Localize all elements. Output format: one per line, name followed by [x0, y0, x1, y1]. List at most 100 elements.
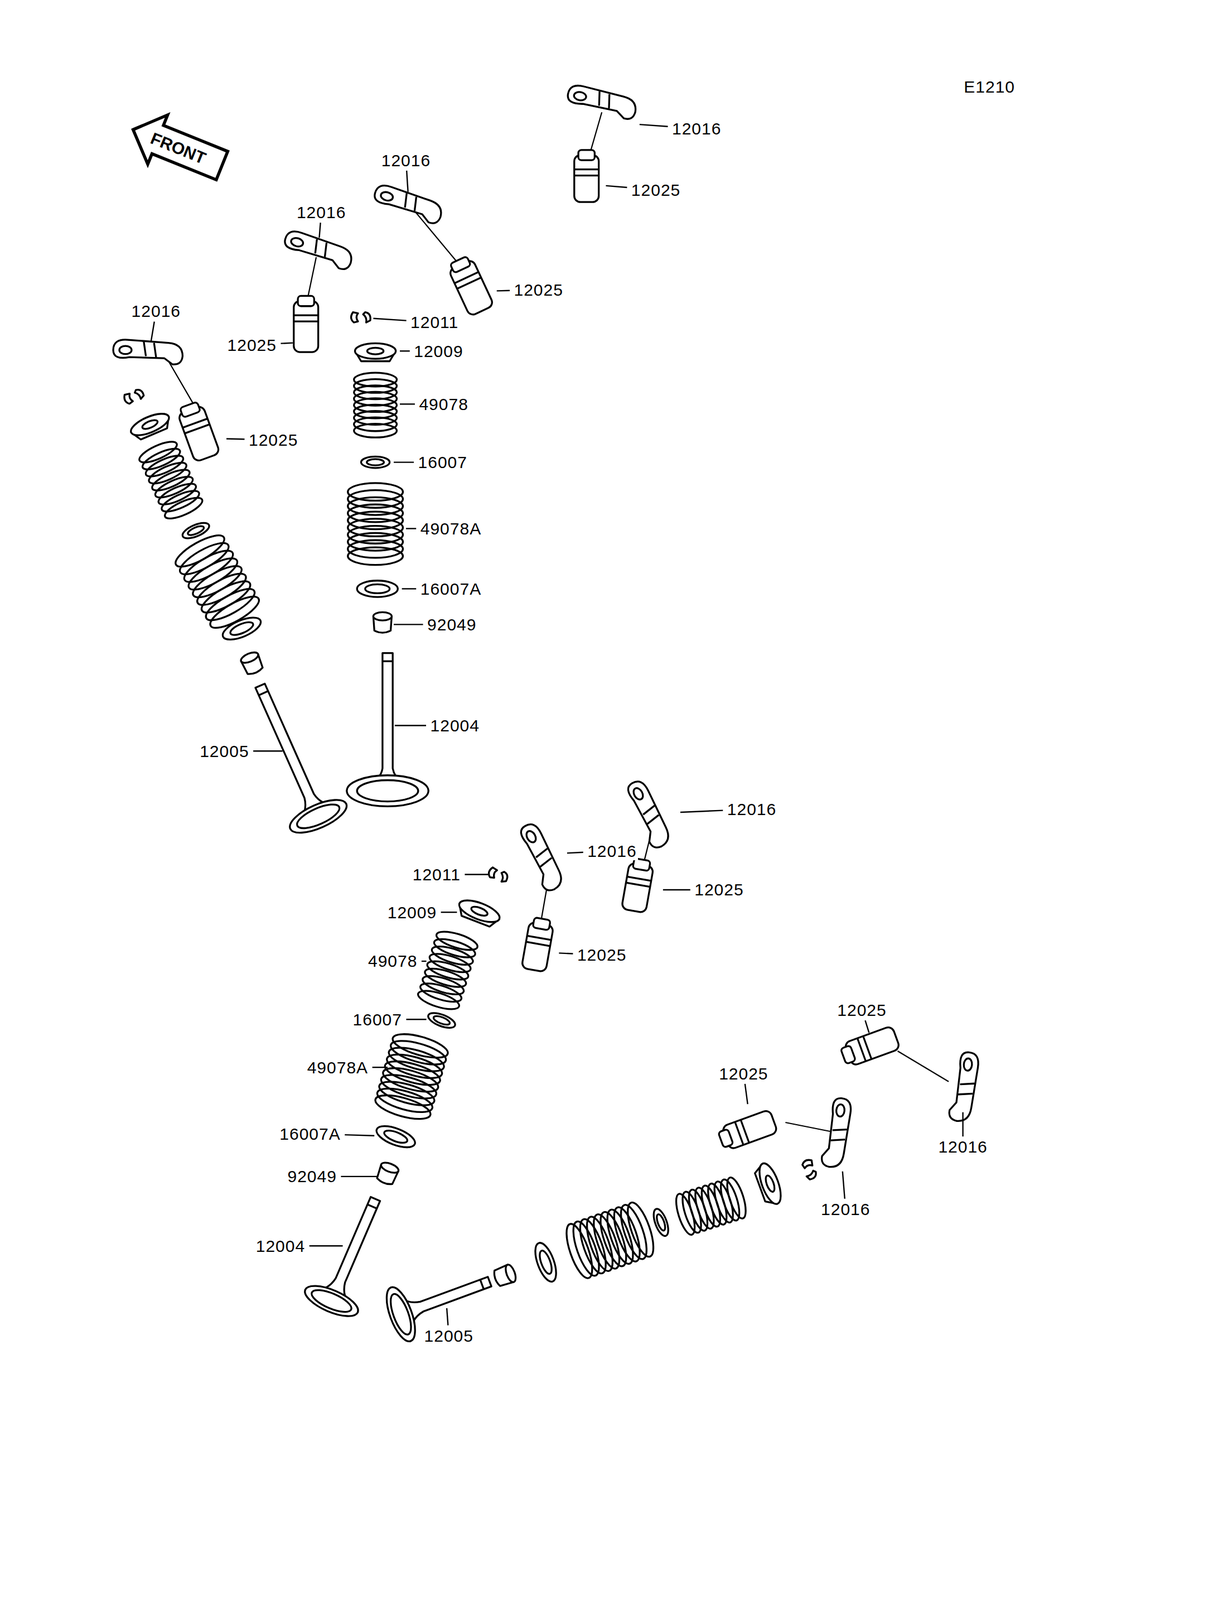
hydraulic-lifter [446, 254, 495, 317]
leader-line [421, 960, 427, 962]
callout-number: 12016 [936, 1137, 989, 1156]
valve-head [346, 775, 429, 807]
hydraulic-lifter [574, 150, 599, 202]
retainer-top [128, 409, 172, 440]
spring-coil [374, 1083, 435, 1117]
callout-number: 12011 [411, 864, 462, 884]
callout-number: 12009 [386, 902, 438, 922]
leader-line [558, 952, 573, 954]
callout-number: 16007 [417, 452, 469, 472]
lifter-band [454, 272, 479, 284]
leader-line [962, 1112, 964, 1137]
retainer-hole [366, 347, 384, 355]
lifter-band [527, 935, 551, 940]
rocker-arm [948, 1050, 980, 1123]
callout-number: 49078A [419, 519, 483, 538]
spring-seat [650, 1206, 672, 1238]
keeper-half [363, 312, 371, 323]
lifter-band [863, 1035, 872, 1059]
rocker-rib [958, 1081, 975, 1096]
keeper-half [805, 1169, 818, 1181]
callout-number: 12025 [630, 180, 682, 200]
callout-number: 16007 [351, 1009, 404, 1029]
lifter-cap [532, 916, 551, 930]
rocker-rib [402, 192, 419, 211]
callout-number: 12016 [295, 202, 347, 222]
rocker-body [281, 229, 356, 272]
retainer-hole [470, 904, 489, 917]
spring-seat [426, 1009, 457, 1031]
spring-seat [356, 580, 398, 597]
callout-number: 12025 [513, 280, 565, 299]
leader-line [402, 587, 417, 589]
leader-line [393, 623, 424, 625]
rocker-rib [534, 848, 554, 867]
inner-valve-spring [162, 493, 205, 523]
callout-number: 92049 [426, 615, 478, 634]
callout-number: 12016 [819, 1199, 872, 1218]
spring-coil [386, 1042, 447, 1076]
lifter-cap [179, 401, 201, 418]
lifter-cap [450, 255, 472, 273]
washer-inner [432, 1013, 452, 1027]
outer-valve-spring [388, 1035, 448, 1069]
washer-inner [382, 1127, 409, 1145]
leader-line [405, 1018, 427, 1020]
rocker-rib [312, 239, 329, 258]
leader-line [309, 1244, 343, 1246]
hydraulic-lifter [839, 1025, 901, 1068]
outer-valve-spring [561, 1220, 598, 1281]
stem-seal [239, 650, 265, 677]
callout-number: 12016 [586, 841, 638, 860]
leader-line [496, 289, 510, 292]
valve-stem [346, 653, 429, 791]
outer-valve-spring [568, 1217, 605, 1279]
leader-line [446, 1307, 448, 1326]
lifter-band [626, 876, 651, 881]
rocker-pivot [379, 190, 394, 202]
leader-line [864, 1020, 869, 1033]
stem-groove [258, 690, 269, 695]
hydraulic-lifter [621, 857, 655, 913]
leader-line [399, 350, 410, 352]
rocker-arm [565, 83, 638, 120]
spring-coil [373, 1090, 433, 1124]
lifter-cap [297, 295, 314, 306]
outer-valve-spring [380, 1062, 441, 1096]
leader-line [372, 1066, 388, 1068]
spring-coil [347, 547, 404, 565]
stem-seal [492, 1263, 519, 1288]
spring-coil [384, 1049, 444, 1083]
rocker-arm [512, 820, 569, 894]
leader-line [745, 1083, 748, 1104]
outer-valve-spring [382, 1056, 443, 1090]
callout-number: 12025 [576, 945, 628, 964]
spring-coil [390, 1028, 451, 1062]
valve-keeper [487, 866, 510, 883]
keeper-half [351, 312, 359, 323]
assembly-line [897, 1050, 949, 1082]
valve-face [293, 799, 343, 833]
rocker-pivot [835, 1103, 845, 1117]
spring-coil [416, 986, 462, 1013]
rocker-body [565, 83, 638, 120]
outer-valve-spring [376, 1076, 437, 1110]
washer-outer [373, 1121, 418, 1152]
spring-retainer [752, 1160, 786, 1208]
lifter-band [293, 314, 319, 317]
spring-retainer [355, 342, 396, 361]
rocker-body [820, 1096, 852, 1168]
valve-keeper [122, 387, 145, 405]
rocker-pivot [963, 1057, 973, 1071]
rocker-rib [830, 1127, 847, 1142]
washer-outer [426, 1009, 457, 1031]
retainer-top [456, 895, 503, 927]
stem-groove [367, 1204, 377, 1208]
inner-valve-spring [416, 986, 462, 1013]
spring-seat [373, 1121, 418, 1152]
rocker-arm [281, 229, 356, 272]
leader-line [441, 911, 458, 913]
rocker-body [619, 777, 676, 851]
leader-line [373, 318, 406, 321]
outer-valve-spring [386, 1042, 447, 1076]
